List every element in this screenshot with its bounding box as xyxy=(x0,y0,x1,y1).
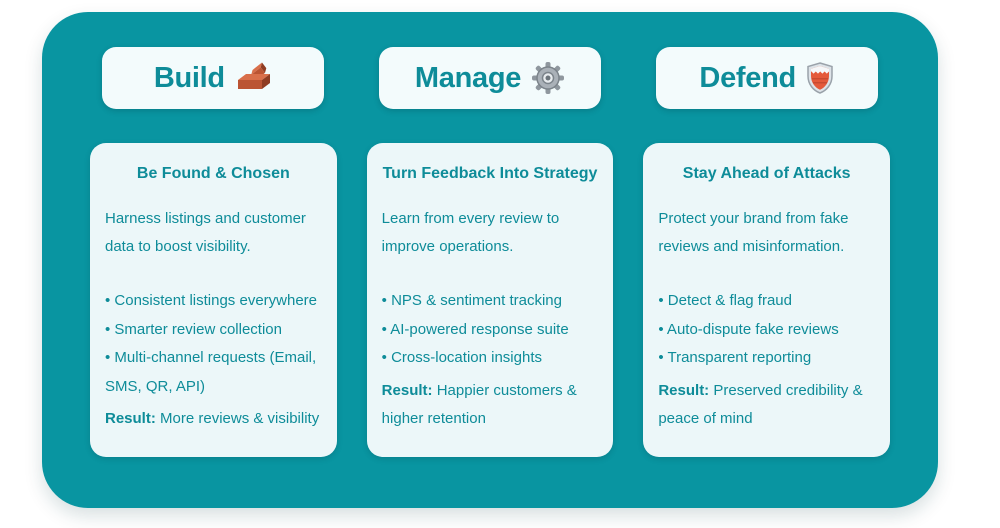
defend-header: Defend xyxy=(655,47,878,109)
bullet-item: • Multi-channel requests (Email, SMS, QR… xyxy=(105,349,317,395)
gear-icon xyxy=(531,61,565,95)
defend-card-title: Stay Ahead of Attacks xyxy=(682,165,851,182)
result-text: Happier customers & higher retention xyxy=(381,382,577,427)
manage-card-title: Turn Feedback Into Strategy xyxy=(382,165,598,182)
defend-card-description: Protect your brand from fake reviews and… xyxy=(658,210,849,255)
brick-icon xyxy=(235,61,273,95)
result-text: Preserved credibility & peace of mind xyxy=(658,382,863,427)
result-label: Result: xyxy=(658,382,710,399)
column-defend: Defend Stay Ahead of Attacks Protect you… xyxy=(643,47,891,457)
shield-icon xyxy=(806,62,834,94)
bullet-item: • AI-powered response suite xyxy=(381,320,569,338)
build-card-result: Result: More reviews & visibility xyxy=(105,405,322,433)
build-header-label: Build xyxy=(153,61,225,94)
defend-card-result: Result: Preserved credibility & peace of… xyxy=(658,377,875,433)
build-card-bullets: • Consistent listings everywhere • Smart… xyxy=(105,287,322,401)
result-label: Result: xyxy=(105,410,156,427)
manage-card: Turn Feedback Into Strategy Learn from e… xyxy=(366,143,614,457)
bullet-item: • NPS & sentiment tracking xyxy=(381,292,562,309)
result-text: More reviews & visibility xyxy=(160,410,320,427)
manage-card-description: Learn from every review to improve opera… xyxy=(381,210,560,255)
bullet-item: • Smarter review collection xyxy=(105,320,282,338)
bullet-item: • Consistent listings everywhere xyxy=(105,292,318,309)
bullet-item: • Detect & flag fraud xyxy=(658,292,792,309)
result-label: Result: xyxy=(381,382,433,399)
main-panel: Build Be Found & Chosen Harness listings… xyxy=(42,12,938,508)
defend-header-label: Defend xyxy=(699,61,796,94)
manage-header-label: Manage xyxy=(414,61,522,94)
build-card: Be Found & Chosen Harness listings and c… xyxy=(90,143,337,457)
bullet-item: • Auto-dispute fake reviews xyxy=(658,320,839,338)
build-header: Build xyxy=(102,47,325,109)
build-card-description: Harness listings and customer data to bo… xyxy=(105,210,306,255)
manage-header: Manage xyxy=(379,47,601,109)
bullet-item: • Cross-location insights xyxy=(381,349,542,366)
defend-card: Stay Ahead of Attacks Protect your brand… xyxy=(643,143,891,457)
build-card-title: Be Found & Chosen xyxy=(136,165,290,182)
column-manage: Manage Turn Feedback Into Strategy Lear xyxy=(366,47,614,457)
manage-card-result: Result: Happier customers & higher reten… xyxy=(382,377,599,433)
column-build: Build Be Found & Chosen Harness listings… xyxy=(90,47,337,457)
defend-card-bullets: • Detect & flag fraud • Auto-dispute fak… xyxy=(658,287,875,373)
manage-card-bullets: • NPS & sentiment tracking • AI-powered … xyxy=(382,287,599,373)
bullet-item: • Transparent reporting xyxy=(658,349,812,366)
